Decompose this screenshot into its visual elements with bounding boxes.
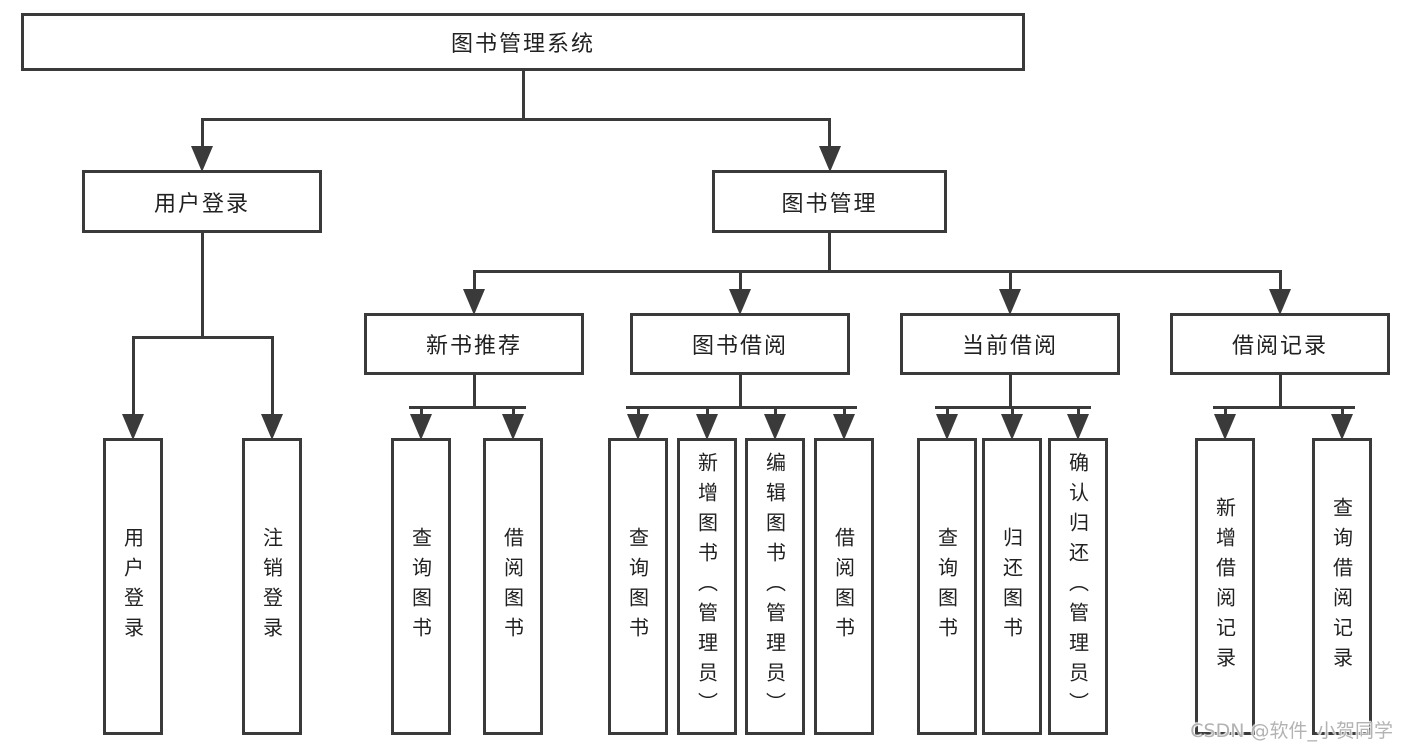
arrow-down-icon	[764, 414, 786, 440]
connector-line	[200, 233, 204, 339]
node-nb-query: 查询图书	[391, 438, 451, 735]
node-label-book-mgmt: 图书管理	[781, 191, 878, 217]
connector-line	[1340, 406, 1344, 414]
arrow-down-icon	[1067, 414, 1089, 440]
connector-line	[1008, 270, 1012, 289]
connector-line	[1212, 406, 1355, 409]
node-login: 用户登录	[103, 438, 163, 735]
node-label-new-books: 新书推荐	[425, 334, 522, 359]
arrow-down-icon	[1001, 414, 1023, 440]
node-label-logout: 注销登录	[259, 526, 284, 647]
arrow-down-icon	[1269, 289, 1291, 315]
node-logout: 注销登录	[242, 438, 302, 735]
connector-line	[131, 336, 274, 339]
arrow-down-icon	[696, 414, 718, 440]
connector-line	[1278, 270, 1282, 289]
connector-line	[408, 406, 526, 409]
node-label-nb-borrow: 借阅图书	[500, 526, 525, 647]
arrow-down-icon	[818, 146, 841, 172]
connector-line	[828, 233, 831, 273]
node-book-mgmt: 图书管理	[712, 170, 947, 233]
connector-line	[738, 270, 742, 289]
arrow-down-icon	[463, 289, 485, 315]
connector-line	[521, 71, 525, 121]
node-label-user-login: 用户登录	[153, 191, 250, 217]
connector-line	[945, 406, 949, 414]
node-label-b-borrow: 借阅图书	[831, 526, 856, 647]
arrow-down-icon	[410, 414, 432, 440]
node-label-c-return: 归还图书	[999, 526, 1024, 647]
node-borrow: 图书借阅	[630, 313, 850, 375]
arrow-down-icon	[502, 414, 524, 440]
connector-line	[1010, 406, 1014, 414]
connector-line	[1008, 375, 1012, 409]
node-current: 当前借阅	[900, 313, 1120, 375]
node-label-b-add: 新增图书（管理员）	[694, 451, 719, 722]
arrow-down-icon	[936, 414, 958, 440]
node-user-login: 用户登录	[82, 170, 322, 233]
connector-line	[472, 270, 1282, 273]
node-label-login: 用户登录	[120, 526, 145, 647]
arrow-down-icon	[122, 414, 144, 440]
arrow-down-icon	[191, 146, 213, 172]
node-label-r-query: 查询借阅记录	[1329, 496, 1354, 677]
connector-line	[511, 406, 515, 414]
arrow-down-icon	[261, 414, 283, 440]
node-label-nb-query: 查询图书	[408, 526, 433, 647]
node-label-r-add: 新增借阅记录	[1212, 496, 1237, 677]
arrow-down-icon	[833, 414, 855, 440]
arrow-down-icon	[999, 289, 1021, 315]
connector-line	[200, 118, 831, 121]
connector-line	[1278, 375, 1282, 409]
node-c-confirm: 确认归还（管理员）	[1048, 438, 1108, 735]
connector-line	[738, 375, 742, 409]
connector-line	[131, 336, 135, 414]
node-b-query: 查询图书	[608, 438, 668, 735]
connector-line	[773, 406, 777, 414]
node-b-add: 新增图书（管理员）	[677, 438, 737, 735]
watermark: CSDN @软件_小贺同学	[1190, 720, 1393, 742]
node-b-edit: 编辑图书（管理员）	[745, 438, 805, 735]
connector-line	[842, 406, 846, 414]
connector-line	[828, 118, 831, 146]
connector-line	[1223, 406, 1227, 414]
node-label-b-edit: 编辑图书（管理员）	[762, 451, 787, 722]
arrow-down-icon	[729, 289, 751, 315]
connector-line	[270, 336, 274, 414]
node-new-books: 新书推荐	[364, 313, 584, 375]
arrow-down-icon	[1214, 414, 1236, 440]
node-nb-borrow: 借阅图书	[483, 438, 543, 735]
node-label-records: 借阅记录	[1231, 334, 1328, 359]
arrow-down-icon	[627, 414, 649, 440]
node-label-current: 当前借阅	[961, 334, 1058, 359]
node-r-query: 查询借阅记录	[1312, 438, 1372, 735]
arrow-down-icon	[1331, 414, 1353, 440]
connector-line	[625, 406, 857, 409]
node-records: 借阅记录	[1170, 313, 1390, 375]
connector-line	[1076, 406, 1080, 414]
node-root: 图书管理系统	[21, 13, 1025, 71]
node-label-c-confirm: 确认归还（管理员）	[1065, 451, 1090, 722]
connector-line	[472, 375, 476, 409]
node-label-borrow: 图书借阅	[691, 334, 788, 359]
connector-line	[636, 406, 640, 414]
node-label-c-query: 查询图书	[934, 526, 959, 647]
node-r-add: 新增借阅记录	[1195, 438, 1255, 735]
connector-line	[419, 406, 423, 414]
node-c-return: 归还图书	[982, 438, 1042, 735]
node-b-borrow: 借阅图书	[814, 438, 874, 735]
node-c-query: 查询图书	[917, 438, 977, 735]
connector-line	[472, 270, 476, 289]
node-label-root: 图书管理系统	[450, 32, 595, 57]
connector-line	[705, 406, 709, 414]
connector-line	[200, 118, 204, 146]
node-label-b-query: 查询图书	[625, 526, 650, 647]
